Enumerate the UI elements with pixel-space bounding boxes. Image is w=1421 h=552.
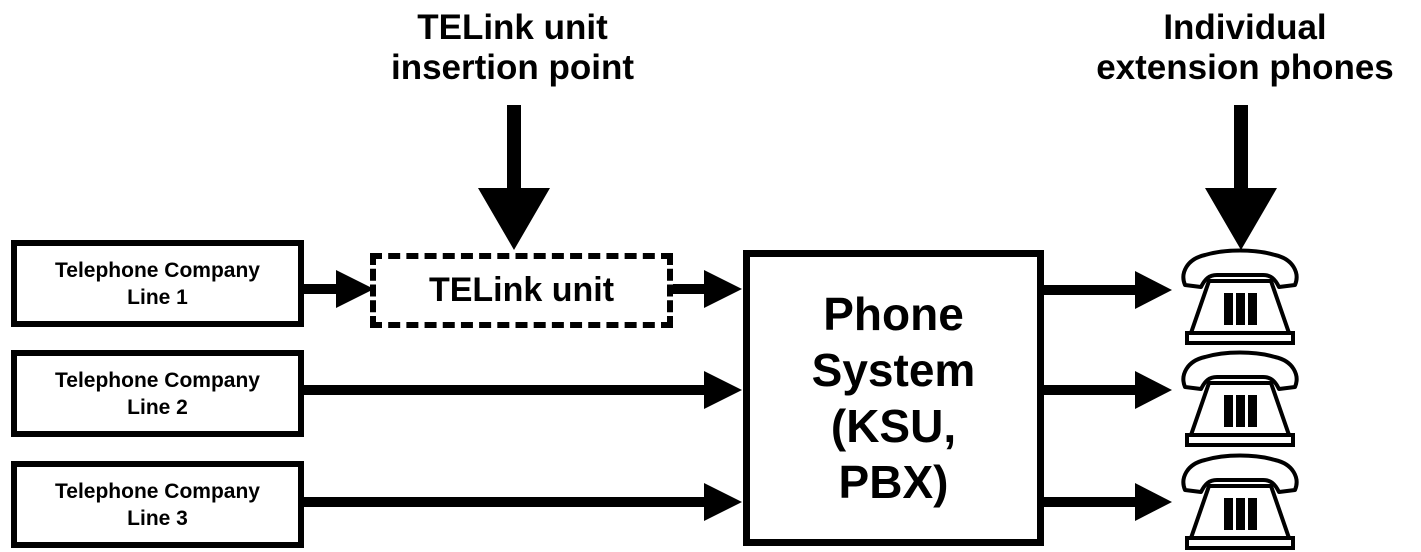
telink-arrow-head	[704, 270, 742, 308]
insertion-arrow-head	[478, 188, 550, 250]
line-name: Telephone Company	[55, 479, 260, 503]
insertion-title-line-1: TELink unit	[417, 8, 608, 47]
phone-system-box: Phone System (KSU, PBX)	[743, 250, 1044, 546]
line2-arrow-head	[704, 371, 742, 409]
phones-title-line-2: extension phones	[1096, 48, 1394, 87]
phone3-arrow-head	[1135, 483, 1172, 521]
phone-system-line-1: Phone	[823, 288, 964, 340]
line1-arrow-head	[336, 270, 374, 308]
line3-arrow-head	[704, 483, 742, 521]
phone-icon	[1181, 350, 1299, 447]
line-box-2: Telephone Company Line 2	[11, 350, 304, 437]
line-name: Telephone Company	[55, 258, 260, 282]
line1-connector	[301, 284, 343, 294]
phones-title-line-1: Individual	[1163, 8, 1327, 47]
telink-unit-label: TELink unit	[428, 271, 615, 309]
phone2-arrow-head	[1135, 371, 1172, 409]
phone1-arrow-head	[1135, 271, 1172, 309]
line2-connector	[301, 385, 711, 395]
line3-connector	[301, 497, 711, 507]
line-box-3: Telephone Company Line 3	[11, 461, 304, 548]
line-number: Line 2	[127, 395, 188, 419]
phone1-connector	[1040, 285, 1140, 295]
phones-arrow-head	[1205, 188, 1277, 250]
telink-unit-box: TELink unit	[370, 253, 673, 328]
phone2-connector	[1040, 385, 1140, 395]
insertion-point-title: TELink unit insertion point	[335, 8, 690, 88]
phone-system-line-4: PBX)	[838, 456, 949, 508]
phone-system-line-2: System	[811, 344, 976, 396]
line-number: Line 1	[127, 285, 188, 309]
line-box-1: Telephone Company Line 1	[11, 240, 304, 327]
phone-system-line-3: (KSU,	[830, 400, 957, 452]
line-number: Line 3	[127, 506, 188, 530]
phones-arrow-shaft	[1234, 105, 1248, 190]
insertion-title-line-2: insertion point	[390, 48, 635, 87]
extension-phones-title: Individual extension phones	[1075, 8, 1415, 88]
telink-connector	[671, 284, 711, 294]
line-name: Telephone Company	[55, 368, 260, 392]
phone-icon	[1181, 453, 1299, 550]
phone3-connector	[1040, 497, 1140, 507]
insertion-arrow-shaft	[507, 105, 521, 190]
phone-icon	[1181, 248, 1299, 345]
